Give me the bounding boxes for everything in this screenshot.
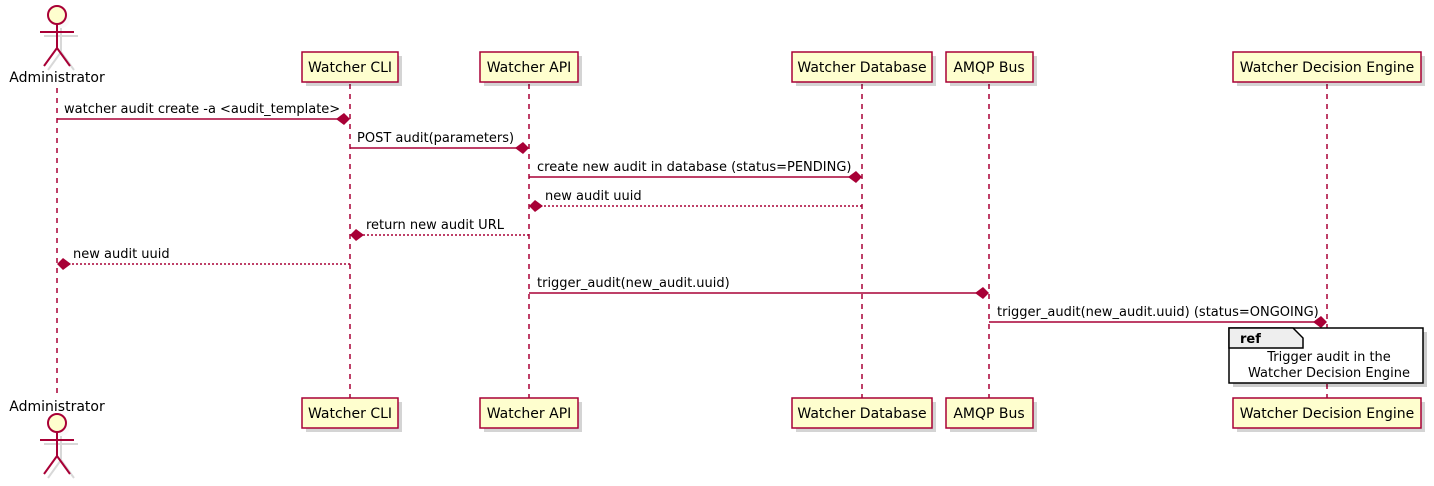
message-watcher-audit-create: watcher audit create -a <audit_template>: [57, 102, 350, 125]
actor-head-icon: [47, 5, 67, 25]
message-label-msg-7: trigger_audit(new_audit.uuid): [537, 276, 730, 291]
message-label-msg-1: watcher audit create -a <audit_template>: [64, 102, 340, 117]
participant-label-watcher-cli-top: Watcher CLI: [308, 60, 392, 76]
message-arrowhead: [848, 171, 862, 183]
participant-watcher-decision-engine-top[interactable]: Watcher Decision Engine: [1232, 51, 1425, 86]
participant-box: [479, 397, 579, 429]
participant-label-watcher-database-top: Watcher Database: [797, 60, 926, 76]
message-arrowhead: [336, 113, 350, 125]
message-return-new-audit-url: return new audit URL: [350, 218, 529, 241]
ref-body-line-2: Watcher Decision Engine: [1248, 366, 1410, 381]
participant-box: [479, 51, 579, 83]
message-label-msg-5: return new audit URL: [366, 218, 505, 233]
lifelines-group: [56, 84, 1328, 398]
actor-leg-left-icon: [43, 47, 58, 67]
participant-box: [945, 51, 1034, 83]
participant-label-watcher-api-bottom: Watcher API: [487, 406, 572, 422]
actor-label-administrator-bottom: Administrator: [9, 399, 105, 415]
message-new-audit-uuid-to-administrator: new audit uuid: [57, 247, 350, 270]
participant-label-watcher-cli-bottom: Watcher CLI: [308, 406, 392, 422]
participant-label-amqp-bus-bottom: AMQP Bus: [953, 406, 1024, 422]
ref-body-line-1: Trigger audit in the: [1266, 350, 1391, 365]
participant-amqp-bus-top[interactable]: AMQP Bus: [945, 51, 1037, 86]
message-label-msg-3: create new audit in database (status=PEN…: [537, 160, 852, 175]
participant-watcher-decision-engine-bottom[interactable]: Watcher Decision Engine: [1232, 397, 1425, 432]
participant-watcher-database-top[interactable]: Watcher Database: [791, 51, 936, 86]
actor-administrator-bottom[interactable]: Administrator: [9, 399, 105, 479]
ref-tab: [1228, 327, 1304, 349]
participant-amqp-bus-bottom[interactable]: AMQP Bus: [945, 397, 1037, 432]
participant-watcher-api-top[interactable]: Watcher API: [479, 51, 582, 86]
message-label-msg-6: new audit uuid: [73, 247, 170, 262]
participant-watcher-cli-bottom[interactable]: Watcher CLI: [301, 397, 402, 432]
actor-leg-right-icon: [56, 47, 71, 67]
ref-fragment: ref Trigger audit in the Watcher Decisio…: [1228, 327, 1427, 387]
actor-leg-left-icon: [43, 455, 58, 475]
message-label-msg-2: POST audit(parameters): [357, 131, 514, 146]
participant-label-watcher-decision-engine-top: Watcher Decision Engine: [1240, 60, 1414, 76]
message-arrowhead: [350, 229, 364, 241]
participant-label-amqp-bus-top: AMQP Bus: [953, 60, 1024, 76]
participant-box: [1232, 51, 1422, 83]
actor-administrator-top[interactable]: Administrator: [9, 5, 105, 86]
participant-label-watcher-database-bottom: Watcher Database: [797, 406, 926, 422]
message-arrowhead: [529, 200, 543, 212]
participant-box: [301, 51, 399, 83]
actor-head-icon: [47, 413, 67, 433]
participant-watcher-cli-top[interactable]: Watcher CLI: [301, 51, 402, 86]
message-arrowhead: [975, 287, 989, 299]
participant-box: [301, 397, 399, 429]
ref-tab-label: ref: [1240, 332, 1261, 347]
participant-box: [791, 51, 933, 83]
message-arrowhead: [515, 142, 529, 154]
participant-label-watcher-api-top: Watcher API: [487, 60, 572, 76]
message-post-audit: POST audit(parameters): [350, 131, 529, 154]
actor-leg-right-icon: [56, 455, 71, 475]
message-trigger-audit-decision-engine: trigger_audit(new_audit.uuid) (status=ON…: [989, 305, 1327, 328]
message-trigger-audit-amqp: trigger_audit(new_audit.uuid): [529, 276, 989, 299]
message-create-new-audit: create new audit in database (status=PEN…: [529, 160, 862, 183]
participant-label-watcher-decision-engine-bottom: Watcher Decision Engine: [1240, 406, 1414, 422]
actor-label-administrator-top: Administrator: [9, 70, 105, 86]
participant-watcher-database-bottom[interactable]: Watcher Database: [791, 397, 936, 432]
message-label-msg-8: trigger_audit(new_audit.uuid) (status=ON…: [997, 305, 1319, 320]
message-arrowhead: [57, 258, 71, 270]
message-new-audit-uuid-to-api: new audit uuid: [529, 189, 862, 212]
participant-box: [945, 397, 1034, 429]
participant-box: [1232, 397, 1422, 429]
message-label-msg-4: new audit uuid: [545, 189, 642, 204]
participant-box: [791, 397, 933, 429]
participant-watcher-api-bottom[interactable]: Watcher API: [479, 397, 582, 432]
message-arrowhead: [1313, 316, 1327, 328]
